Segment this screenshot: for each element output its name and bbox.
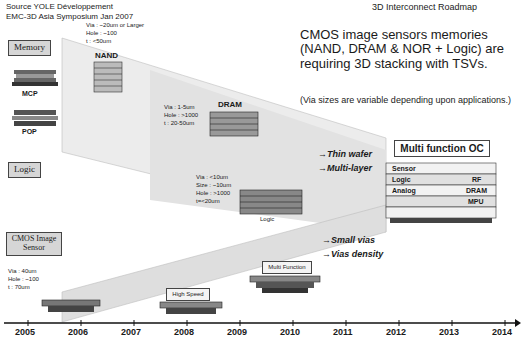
- node-text: Multi function OC: [399, 143, 485, 154]
- multi-function-stack: [386, 163, 496, 223]
- note-text: CMOS image sensors memories (NAND, DRAM …: [300, 28, 516, 71]
- trend-wedge: [150, 70, 386, 232]
- image-sensor-chip: [42, 300, 100, 312]
- logic-stack: [240, 190, 302, 214]
- source-note: Source YOLE Développement: [6, 3, 113, 11]
- trend-wedge: [62, 205, 386, 322]
- part-name: DRAM: [218, 101, 242, 109]
- trend-label: →Multi-layer: [318, 164, 372, 173]
- layer-label: Analog: [392, 187, 416, 194]
- dimension-note: Hole : >1000: [164, 112, 198, 118]
- source-note: EMC-3D Asia Symposium Jan 2007: [6, 13, 133, 21]
- layer-label: Logic: [392, 176, 411, 183]
- dimension-note: Hole : ~100: [8, 276, 39, 282]
- pop-package: [12, 110, 58, 126]
- node-text: Memory: [13, 43, 46, 53]
- part-name: NAND: [95, 52, 118, 60]
- dimension-note: t : <50um: [86, 38, 111, 44]
- dimension-note: t : 20-50um: [164, 120, 194, 126]
- trend-label: →Thin wafer: [318, 150, 372, 159]
- node-text: Multi Function: [267, 264, 307, 271]
- node-text: CMOS Image Sensor: [11, 235, 57, 253]
- year-label: 2010: [280, 328, 300, 337]
- layer-label: DRAM: [466, 187, 487, 194]
- year-label: 2008: [174, 328, 194, 337]
- chip-tag: High Speed: [166, 288, 210, 301]
- node-text: Logic: [13, 165, 36, 175]
- feature-box: Multi function OC: [394, 140, 490, 157]
- part-name: MCP: [22, 90, 38, 97]
- node-text: High Speed: [171, 291, 205, 298]
- timeline-axis: [4, 319, 521, 327]
- diagram-title: 3D Interconnect Roadmap: [372, 3, 477, 12]
- layer-label: MPU: [468, 198, 484, 205]
- category-box: Memory: [8, 40, 51, 56]
- year-label: 2012: [386, 328, 406, 337]
- part-name: POP: [22, 128, 37, 135]
- year-label: 2005: [15, 328, 35, 337]
- dimension-note: Via : ~20um or Larger: [86, 22, 144, 28]
- part-name: Logic: [260, 216, 274, 222]
- timeline-ticks: [28, 320, 505, 326]
- dimension-note: t : 70um: [8, 284, 30, 290]
- dram-stack: [210, 112, 258, 136]
- mcp-package: [12, 70, 58, 86]
- trend-label: →Vias density: [322, 250, 383, 259]
- layer-label: Sensor: [392, 165, 416, 172]
- year-label: 2011: [333, 328, 353, 337]
- image-sensor-chip: [160, 302, 222, 314]
- chip-tag: Multi Function: [262, 261, 312, 274]
- dimension-note: t=<20um: [196, 198, 220, 204]
- year-label: 2007: [121, 328, 141, 337]
- dimension-note: Hole : ~100: [86, 30, 117, 36]
- dimension-note: Size : ~10um: [196, 182, 231, 188]
- year-label: 2006: [68, 328, 88, 337]
- year-label: 2013: [439, 328, 459, 337]
- category-box: Logic: [8, 162, 41, 178]
- dimension-note: Via : 1-5um: [164, 104, 195, 110]
- category-box: CMOS Image Sensor: [6, 232, 62, 256]
- layer-label: RF: [472, 176, 481, 183]
- year-label: 2009: [227, 328, 247, 337]
- year-label: 2014: [492, 328, 512, 337]
- dimension-note: Hole : >1000: [196, 190, 230, 196]
- dimension-note: Via : <10um: [196, 174, 228, 180]
- note-text: (Via sizes are variable depending upon a…: [300, 96, 516, 106]
- image-sensor-chip: [250, 276, 320, 293]
- nand-stack: [94, 62, 122, 92]
- trend-label: →Small vias: [322, 236, 375, 245]
- dimension-note: Via : 40um: [8, 268, 37, 274]
